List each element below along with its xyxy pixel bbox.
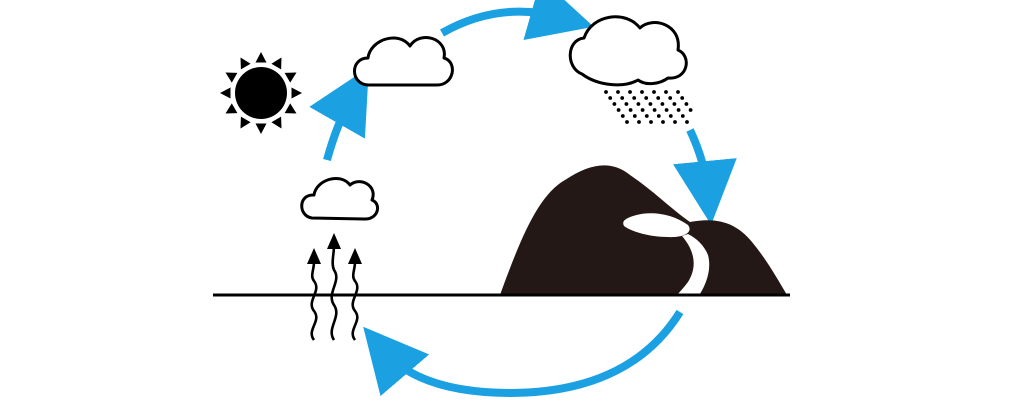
arrow-evaporation-up [309, 67, 369, 162]
arrow-return-left [363, 309, 684, 398]
sun-icon [220, 52, 302, 134]
small-cloud-icon [300, 177, 380, 221]
evaporation-icon [307, 233, 362, 341]
condensation-cloud-icon [353, 36, 454, 87]
rain-cloud-icon [568, 15, 693, 124]
cycle-arrows [309, 0, 737, 398]
river-icon [623, 213, 710, 300]
arrow-rain-down [673, 128, 737, 225]
arrow-clouds-right [440, 0, 594, 40]
